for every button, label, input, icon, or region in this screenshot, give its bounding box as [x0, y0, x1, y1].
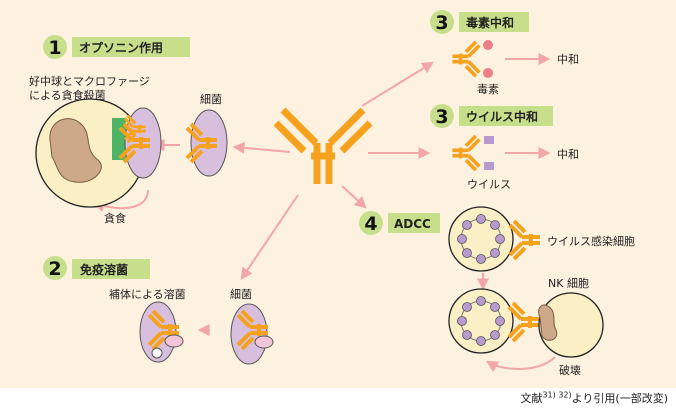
infected-cell-viruses [457, 296, 505, 346]
section-title: 毒素中和 [466, 15, 514, 30]
section-title-badge [388, 213, 440, 233]
nk-cell-label: NK 細胞 [548, 277, 589, 290]
pathway-arrows [92, 53, 556, 373]
infected-cell-label: ウイルス感染細胞 [547, 234, 635, 248]
section-title-badge [72, 259, 150, 279]
neutralize-label: 中和 [557, 53, 579, 66]
toxin-particle [483, 68, 493, 78]
section-number-badge [430, 10, 454, 34]
source-refs: 31) 32) [542, 390, 572, 400]
virus-label: ウイルス [467, 178, 511, 191]
bacteria-label: 細菌 [230, 288, 252, 301]
toxin-section: 3 毒素中和 毒素 中和 [430, 10, 579, 96]
section-title: ウイルス中和 [466, 109, 538, 124]
antibody-icon [450, 134, 482, 172]
complement-section: 2 免疫溶菌 補体による溶菌 細菌 [43, 256, 274, 365]
neutralize-label: 中和 [557, 148, 579, 161]
virus-section: 3 ウイルス中和 ウイルス 中和 [430, 104, 579, 191]
section-number: 3 [435, 106, 448, 128]
source-suffix: より引用(一部改変) [571, 392, 668, 405]
section-number-badge [359, 211, 383, 235]
adcc-section: 4 ADCC ウイルス感染細胞 [359, 206, 635, 377]
virus-particle [484, 136, 494, 144]
arrow-to-opsonin [232, 141, 291, 154]
antibody-icon [450, 40, 482, 78]
destruction-label: 破壊 [559, 363, 581, 377]
antibody-function-diagram: 1 オプソニン作用 好中球とマクロファージ による貪食殺菌 細菌 貪食 2 免疫… [29, 10, 635, 377]
opsonin-section: 1 オプソニン作用 好中球とマクロファージ による貪食殺菌 細菌 貪食 [29, 35, 228, 225]
section-title: オプソニン作用 [79, 40, 163, 55]
toxin-label: 毒素 [477, 83, 499, 96]
section-title: ADCC [394, 217, 431, 231]
antibody-icon [508, 219, 542, 261]
section-number: 1 [48, 37, 61, 59]
infected-cell-viruses [457, 214, 505, 264]
arrow-destruction [485, 356, 556, 373]
phagocyte-nucleus [49, 118, 102, 183]
nk-cell-nucleus [538, 304, 558, 341]
section-title: 免疫溶菌 [80, 262, 128, 277]
arrow-to-toxin [361, 61, 435, 107]
section-number: 4 [364, 213, 377, 235]
section-number-badge [430, 104, 454, 128]
bacteria-label: 細菌 [200, 93, 222, 106]
central-antibody [273, 107, 373, 184]
section-number-badge [43, 35, 67, 59]
arrow-to-adcc [341, 185, 367, 209]
lysis-label: 補体による溶菌 [109, 287, 186, 301]
arrow-to-complement [240, 194, 299, 280]
complement-protein [164, 334, 184, 348]
section-title-badge [459, 12, 529, 32]
phagocyte-label-line1: 好中球とマクロファージ [29, 74, 150, 88]
complement-protein [254, 335, 274, 349]
source-prefix: 文献 [520, 392, 543, 405]
section-title-badge [72, 37, 190, 57]
phagocytosis-label: 貪食 [104, 211, 126, 225]
section-number: 3 [435, 12, 448, 34]
toxin-particle [483, 40, 493, 50]
nk-cell [538, 292, 604, 358]
section-title-badge [459, 106, 553, 126]
membrane-pore [151, 347, 163, 359]
source-citation: 文献31) 32)より引用(一部改変) [520, 390, 668, 406]
section-number: 2 [48, 258, 61, 280]
virus-particle [484, 162, 494, 170]
section-number-badge [43, 256, 67, 280]
